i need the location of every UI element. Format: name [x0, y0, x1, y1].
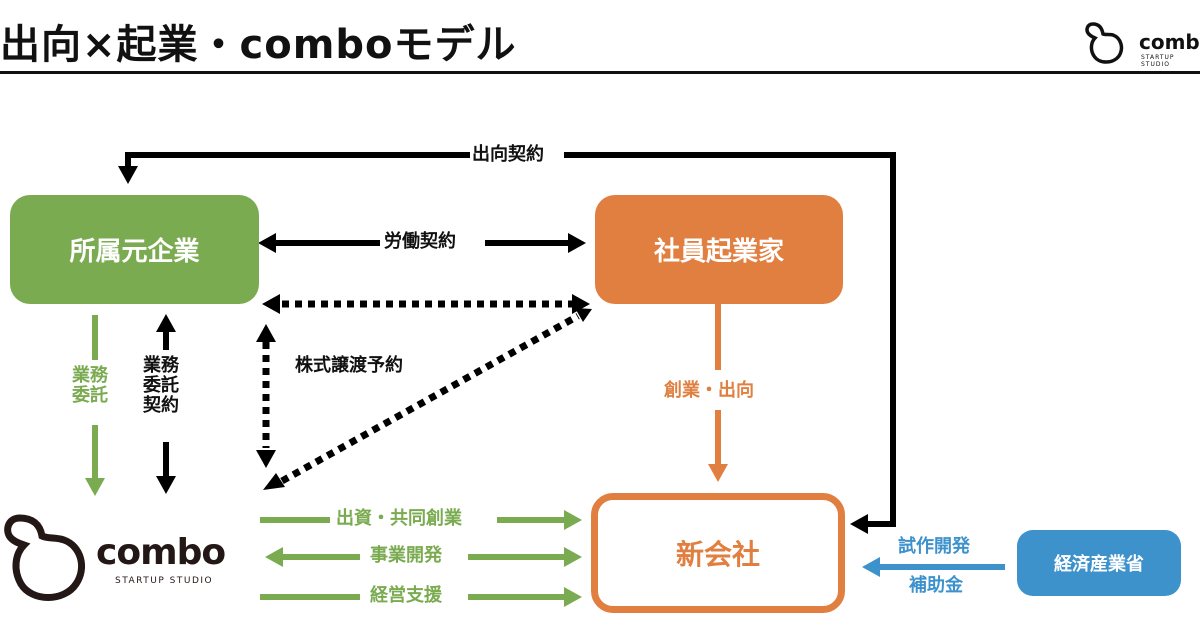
- node-new-company-label: 新会社: [675, 538, 760, 571]
- node-parent-company-label: 所属元企業: [69, 237, 200, 267]
- label-line: 委託: [72, 384, 108, 406]
- label-outsourcing-contract: 業務 委託 契約: [143, 356, 179, 415]
- label-line: 契約: [143, 394, 179, 416]
- labor-contract-arrow: [258, 233, 586, 253]
- title-divider: [0, 71, 1200, 74]
- header-logo-wordmark: combo: [1139, 30, 1200, 54]
- node-meti-label: 経済産業省: [1054, 554, 1144, 575]
- share-transfer-arrows: [256, 294, 592, 490]
- label-line: 業務: [72, 365, 108, 386]
- node-meti[interactable]: 経済産業省: [1017, 530, 1181, 596]
- label-founding-secondment: 創業・出向: [664, 380, 754, 401]
- outsourcing-green-arrow: [85, 315, 105, 496]
- label-line: 業務: [143, 355, 179, 376]
- node-combo[interactable]: combo STARTUP STUDIO: [2, 512, 232, 612]
- label-subsidy-top: 試作開発: [898, 536, 970, 557]
- arrowhead-down: [118, 166, 138, 184]
- arrowhead-left: [850, 514, 868, 534]
- founding-secondment-arrow: [708, 303, 728, 482]
- label-management-support: 経営支援: [370, 585, 442, 606]
- combo-logo-icon: [4, 514, 86, 601]
- label-investment: 出資・共同創業: [336, 508, 462, 529]
- label-labor-contract: 労働契約: [384, 231, 456, 252]
- label-secondment-contract: 出向契約: [472, 144, 544, 165]
- node-new-company[interactable]: 新会社: [591, 493, 845, 613]
- business-dev-arrow: [265, 547, 582, 567]
- node-parent-company[interactable]: 所属元企業: [10, 195, 259, 304]
- header-logo: combo STARTUP STUDIO: [1085, 20, 1200, 68]
- node-employee-founder-label: 社員起業家: [653, 237, 784, 267]
- management-support-arrow: [260, 587, 582, 607]
- label-outsourcing-green: 業務 委託: [72, 366, 108, 406]
- label-share-transfer: 株式譲渡予約: [295, 355, 403, 376]
- label-line: 委託: [143, 374, 179, 396]
- combo-tagline: STARTUP STUDIO: [115, 576, 214, 586]
- page-title: 出向×起業・comboモデル: [0, 22, 517, 68]
- label-subsidy-bottom: 補助金: [909, 575, 963, 596]
- label-business-dev: 事業開発: [370, 545, 442, 566]
- secondment-contract-arrow: [118, 152, 896, 534]
- investment-arrow: [260, 510, 582, 530]
- subsidy-arrow: [862, 557, 1005, 577]
- combo-wordmark: combo: [96, 532, 226, 573]
- header-logo-tagline: STARTUP STUDIO: [1141, 54, 1175, 68]
- combo-logo-icon: [1085, 22, 1124, 64]
- outsourcing-contract-arrow: [156, 314, 176, 494]
- node-employee-founder[interactable]: 社員起業家: [595, 195, 843, 304]
